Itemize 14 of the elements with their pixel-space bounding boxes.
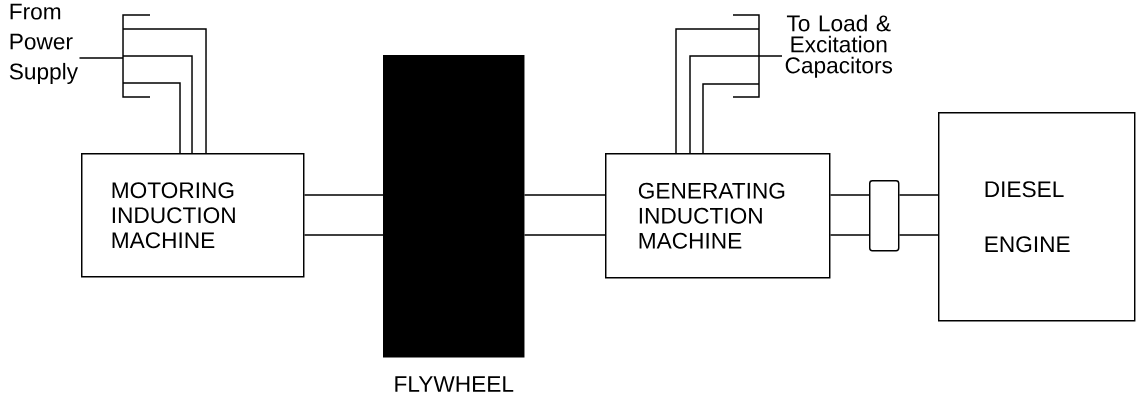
shaft-line [523, 194, 606, 236]
three-wire-line [78, 14, 207, 154]
load-label: To Load & Excitation Capacitors [785, 14, 893, 78]
machine-box: GENERATING INDUCTION MACHINE [605, 153, 831, 279]
node-label: FLYWHEEL [395, 376, 514, 392]
shaft-line [829, 194, 870, 236]
coupling-box [869, 180, 900, 252]
machine-box: MOTORING INDUCTION MACHINE [81, 153, 305, 278]
supply-label: From Power Supply [9, 3, 78, 85]
engine-box: DIESEL ENGINE [938, 112, 1136, 322]
three-wire-line [675, 14, 783, 154]
shaft-line [303, 194, 384, 236]
flywheel-block: FLYWHEEL [383, 55, 525, 392]
shaft-line [898, 194, 939, 236]
